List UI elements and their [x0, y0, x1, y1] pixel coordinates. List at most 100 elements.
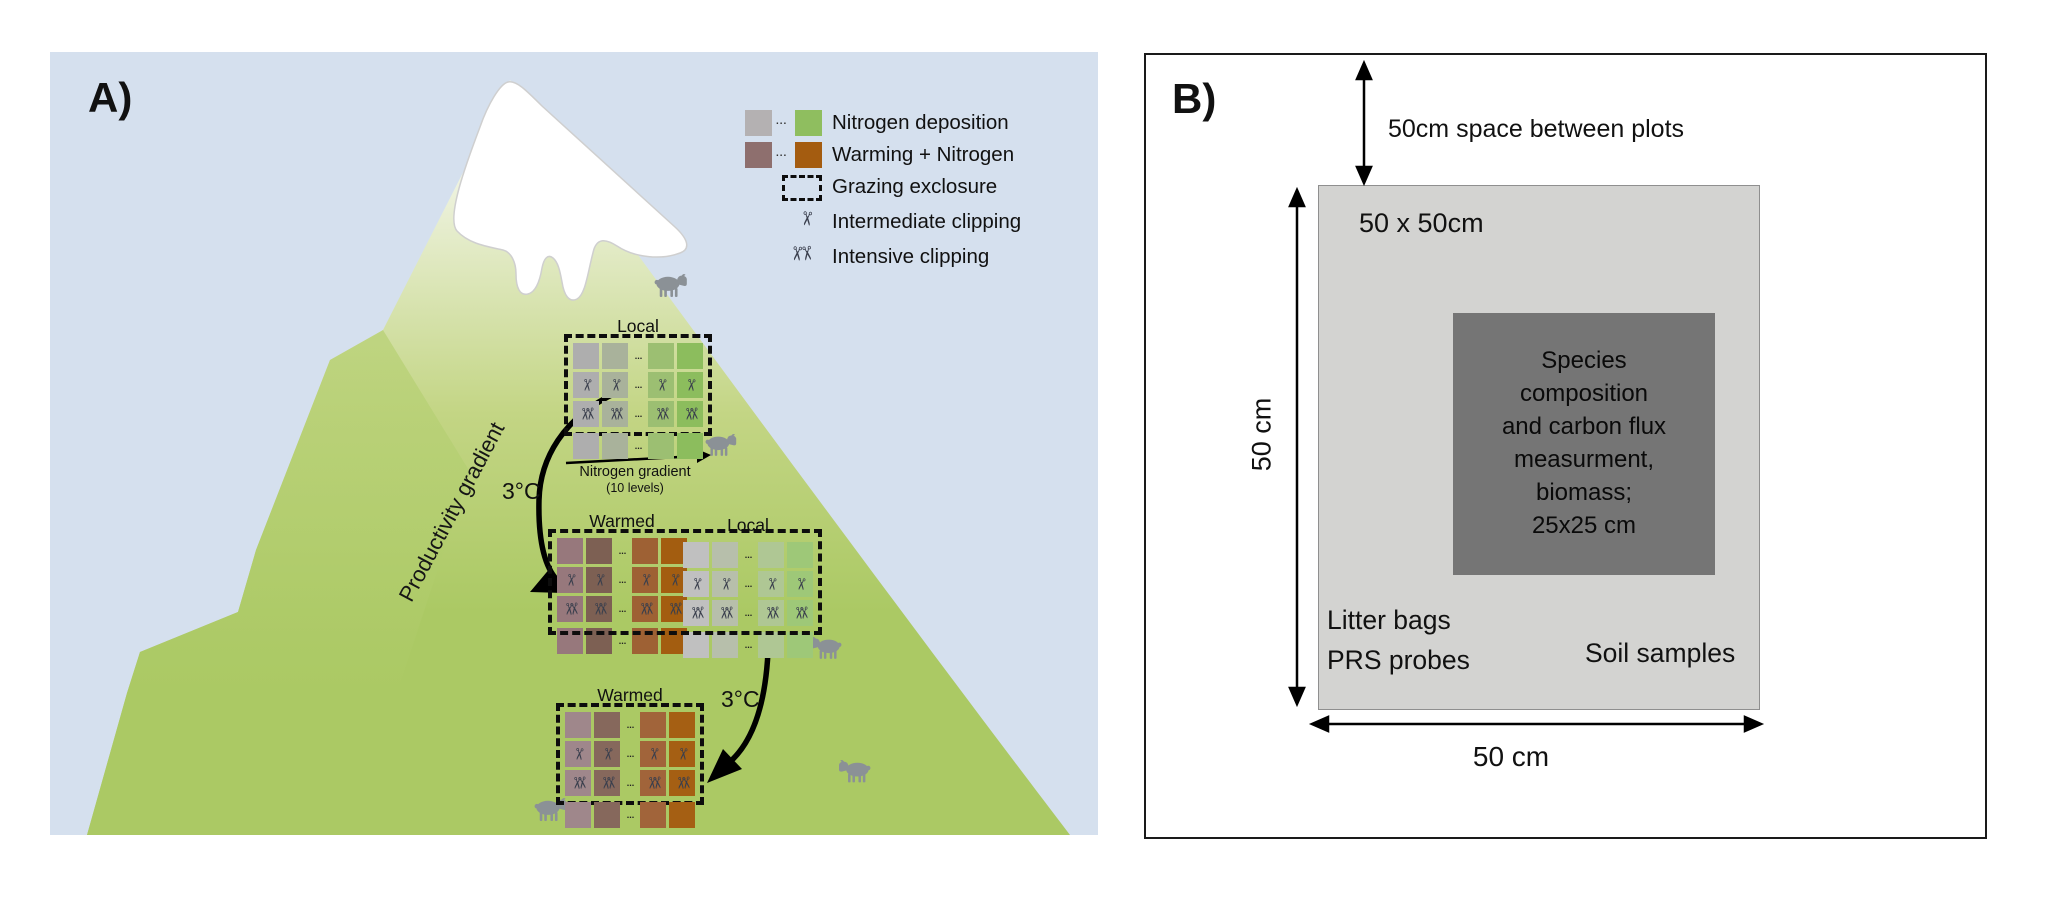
plot-cell [758, 542, 784, 568]
plot-cell: ✂︎✂︎ [557, 596, 583, 622]
plot-cell [677, 343, 703, 369]
plot-cell [683, 632, 709, 658]
legend-label-nitrogen: Nitrogen deposition [832, 111, 1009, 134]
plot-cell [677, 433, 703, 459]
ellipsis: ... [626, 778, 635, 788]
ellipsis: ... [626, 810, 635, 820]
plot-cell: ✂︎✂︎ [602, 401, 628, 427]
plot-cell: ✂︎ [758, 571, 784, 597]
dimension-arrows [1288, 59, 1765, 733]
nitrogen-gradient-arrow [565, 454, 699, 465]
plot-cell: ✂︎ [669, 741, 695, 767]
ellipsis: ... [634, 441, 643, 451]
treatment-grid-mid-warmed: Warmed...✂︎✂︎✂︎✂︎...✂︎✂︎✂︎✂︎✂︎✂︎✂︎✂︎....… [557, 511, 687, 654]
plot-cell: ✂︎✂︎ [787, 600, 813, 626]
panel-a-label: A) [88, 74, 133, 121]
plot-cell [602, 433, 628, 459]
plot-cell [632, 538, 658, 564]
plot-cell: ✂︎ [573, 372, 599, 398]
scissors-icon: ✂︎ [683, 406, 702, 422]
plot-cell [586, 538, 612, 564]
scissors-icon: ✂︎ [644, 746, 663, 762]
ellipsis: ... [744, 550, 753, 560]
plot-cell [683, 542, 709, 568]
plot-width-label: 50 cm [1472, 741, 1550, 772]
scissors-icon: ✂︎ [608, 406, 627, 422]
plot-cell: ✂︎ [661, 567, 687, 593]
plot-cell: ✂︎✂︎ [648, 401, 674, 427]
plot-cell: ✂︎✂︎ [712, 600, 738, 626]
scissors-icon: ✂︎ [571, 775, 590, 791]
plot-cell [557, 538, 583, 564]
plot-cell: ✂︎ [712, 571, 738, 597]
plot-cell [712, 632, 738, 658]
grazing-exclosure-border [548, 529, 822, 635]
legend-label-intensive: Intensive clipping [832, 245, 990, 268]
plot-cell: ✂︎ [602, 372, 628, 398]
legend-ellipsis: ... [776, 148, 788, 159]
legend: ... Nitrogen deposition ... Warming + Ni… [740, 107, 1096, 277]
plot-cell [758, 632, 784, 658]
nitrogen-gradient-line1: Nitrogen gradient [579, 464, 691, 480]
ellipsis: ... [618, 575, 627, 585]
plot-cell: ✂︎✂︎ [632, 596, 658, 622]
plot-cell [573, 433, 599, 459]
plot-cell: ✂︎ [648, 372, 674, 398]
nitrogen-gradient-line2: (10 levels) [606, 480, 664, 495]
plot-cell [565, 802, 591, 828]
litter-bags-label: Litter bags PRS probes [1327, 605, 1470, 675]
plot-cell [573, 343, 599, 369]
plot-cell: ✂︎✂︎ [573, 401, 599, 427]
plot-cell: ✂︎✂︎ [758, 600, 784, 626]
grazing-exclosure-border [564, 334, 712, 436]
ellipsis: ... [634, 409, 643, 419]
plot-square: 50 x 50cm Species composition and carbon… [1318, 185, 1760, 710]
plot-cell [712, 542, 738, 568]
plot-cell [648, 433, 674, 459]
plot-cell: ✂︎ [787, 571, 813, 597]
plot-cell [661, 538, 687, 564]
plot-cell: ✂︎✂︎ [683, 600, 709, 626]
plot-cell [787, 542, 813, 568]
ellipsis: ... [618, 636, 627, 646]
panel-b: B) 50 x 50cm Species composition and car… [1144, 53, 1987, 839]
grazing-exclosure-border [556, 703, 704, 805]
grid-label: Local [617, 316, 659, 336]
scissors-icon: ✂︎ [654, 406, 673, 422]
snow-cap [453, 81, 688, 301]
scissors-icon: ✂︎ [606, 377, 625, 393]
plot-cell: ✂︎ [632, 567, 658, 593]
scissors-icon: ✂︎ [681, 377, 700, 393]
mountain-left-facet [87, 330, 470, 835]
plot-cell: ✂︎ [594, 741, 620, 767]
plot-cell [640, 802, 666, 828]
plot-cell [787, 632, 813, 658]
warming-arrow-bottom [730, 649, 771, 762]
treatment-grid-mid-local: Local...✂︎✂︎✂︎✂︎...✂︎✂︎✂︎✂︎✂︎✂︎✂︎✂︎.....… [683, 515, 813, 658]
plot-spacing-label: 50cm space between plots [1388, 115, 1685, 143]
legend-ellipsis: ... [776, 116, 788, 127]
legend-label-intermediate: Intermediate clipping [832, 210, 1022, 233]
plot-cell [594, 712, 620, 738]
ellipsis: ... [618, 604, 627, 614]
soil-samples-label: Soil samples [1585, 638, 1736, 668]
ellipsis: ... [634, 351, 643, 361]
plot-cell: ✂︎ [565, 741, 591, 767]
panel-a: A) ... Nitrogen deposition ... Warming +… [50, 52, 1098, 835]
treatment-grid-low-warmed: Warmed...✂︎✂︎✂︎✂︎...✂︎✂︎✂︎✂︎✂︎✂︎✂︎✂︎....… [556, 685, 704, 828]
ellipsis: ... [634, 380, 643, 390]
legend-label-warming: Warming + Nitrogen [832, 143, 1015, 166]
legend-label-exclosure: Grazing exclosure [832, 175, 998, 198]
legend-swatch-warming-high [795, 142, 822, 168]
ellipsis: ... [744, 579, 753, 589]
scissors-icon: ✂︎ [600, 775, 619, 791]
inner-measurement-square: Species composition and carbon flux meas… [1453, 313, 1715, 575]
scissors-icon: ✂︎ [577, 377, 596, 393]
ellipsis: ... [618, 546, 627, 556]
warming-arrowhead-top [530, 567, 563, 593]
plot-cell: ✂︎✂︎ [669, 770, 695, 796]
warming-temp-label-top: 3°C [502, 478, 541, 504]
ellipsis: ... [626, 720, 635, 730]
plot-cell [565, 712, 591, 738]
